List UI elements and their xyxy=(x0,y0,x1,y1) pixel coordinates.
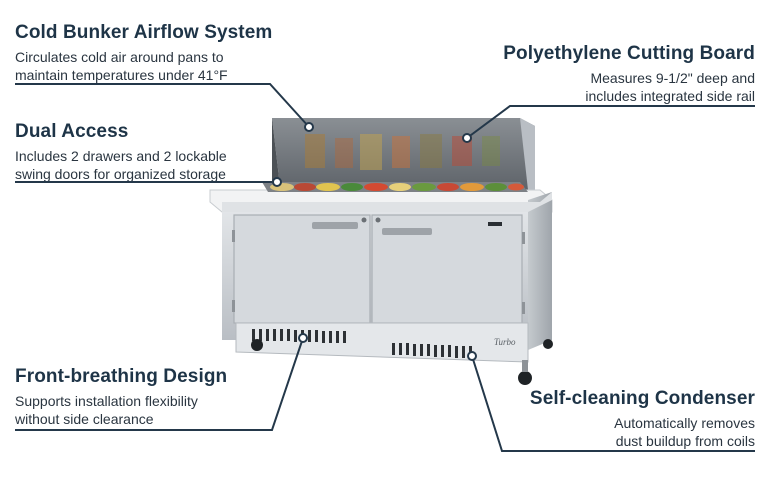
swing-doors xyxy=(232,214,525,324)
leader-cutting-board xyxy=(466,105,755,139)
casters xyxy=(251,339,553,385)
callout-cutting-board: Polyethylene Cutting Board Measures 9-1/… xyxy=(503,43,755,105)
leader-airflow xyxy=(15,83,310,128)
leader-front-breathing xyxy=(15,337,304,431)
callout-airflow-line2: maintain temperatures under 41°F xyxy=(15,67,228,83)
callout-cutting-board-desc: Measures 9-1/2" deep and includes integr… xyxy=(503,69,755,105)
front-vent-panel: Turbo xyxy=(235,322,529,363)
callout-front-breathing-line2: without side clearance xyxy=(15,411,154,427)
callout-dual-access-desc: Includes 2 drawers and 2 lockable swing … xyxy=(15,147,227,183)
callout-airflow-desc: Circulates cold air around pans to maint… xyxy=(15,48,272,84)
brand-logo: Turbo xyxy=(494,337,516,347)
callout-dual-access-line1: Includes 2 drawers and 2 lockable xyxy=(15,148,227,164)
callout-airflow-line1: Circulates cold air around pans to xyxy=(15,49,224,65)
callout-front-breathing-title: Front-breathing Design xyxy=(15,366,228,387)
callout-self-cleaning: Self-cleaning Condenser Automatically re… xyxy=(530,388,755,450)
callout-cutting-board-line1: Measures 9-1/2" deep and xyxy=(590,70,755,86)
callout-self-cleaning-line1: Automatically removes xyxy=(614,415,755,431)
callout-cutting-board-title: Polyethylene Cutting Board xyxy=(503,43,755,64)
callout-dual-access: Dual Access Includes 2 drawers and 2 loc… xyxy=(15,121,227,183)
callout-airflow-title: Cold Bunker Airflow System xyxy=(15,22,273,43)
leader-lines xyxy=(15,83,755,452)
callout-dual-access-title: Dual Access xyxy=(15,121,129,142)
leader-self-cleaning xyxy=(471,355,755,452)
callout-self-cleaning-desc: Automatically removes dust buildup from … xyxy=(530,414,755,450)
callout-dual-access-line2: swing doors for organized storage xyxy=(15,166,226,182)
leader-dots xyxy=(272,122,477,361)
callout-airflow: Cold Bunker Airflow System Circulates co… xyxy=(15,22,272,84)
food-pans xyxy=(262,182,528,192)
callout-front-breathing-line1: Supports installation flexibility xyxy=(15,393,198,409)
callout-front-breathing-desc: Supports installation flexibility withou… xyxy=(15,392,227,428)
callout-front-breathing: Front-breathing Design Supports installa… xyxy=(15,366,227,428)
callout-self-cleaning-title: Self-cleaning Condenser xyxy=(529,388,755,409)
callout-self-cleaning-line2: dust buildup from coils xyxy=(615,433,755,449)
callout-cutting-board-line2: includes integrated side rail xyxy=(585,88,755,104)
